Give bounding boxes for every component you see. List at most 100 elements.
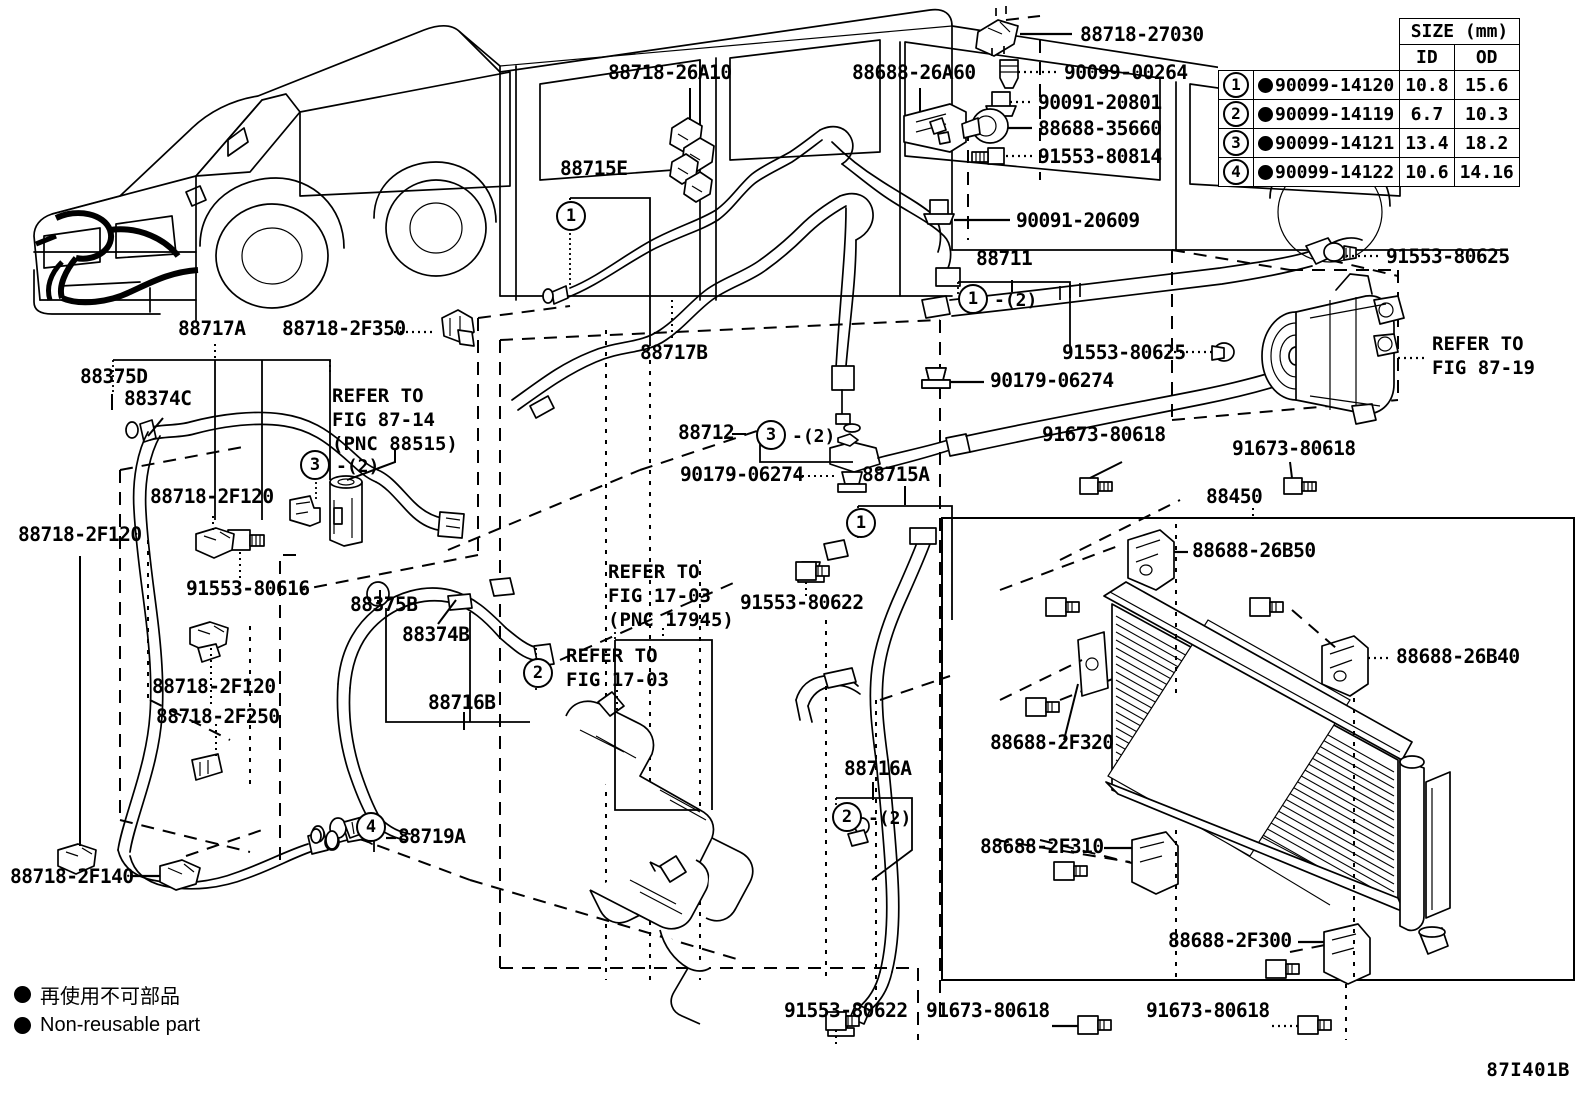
size-row-id: 13.4 <box>1399 128 1455 158</box>
callout-circle-88716a: 2 <box>832 802 862 832</box>
size-row-od: 18.2 <box>1453 128 1520 158</box>
condenser-88450 <box>942 518 1574 1040</box>
label-91673-80618-b: 91673-80618 <box>1232 437 1356 460</box>
label-88718-2f120-a: 88718-2F120 <box>18 523 142 546</box>
label-91553-80622-bottom: 91553-80622 <box>784 999 908 1022</box>
label-88719a: 88719A <box>398 825 466 848</box>
bolt-91673-80618-a <box>1080 478 1112 494</box>
label-91553-80622-upper: 91553-80622 <box>740 591 864 614</box>
label-88718-2f250: 88718-2F250 <box>156 705 280 728</box>
bolt-condenser-5 <box>1266 960 1299 978</box>
size-table-spacer-2 <box>1254 19 1400 45</box>
label-88716a: 88716A <box>844 757 912 780</box>
label-91673-80618-bot1: 91673-80618 <box>926 999 1050 1022</box>
callout-qty-88712: -(2) <box>792 426 836 447</box>
label-88715e: 88715E <box>560 157 628 180</box>
hose-88717a-left <box>118 412 464 888</box>
callout-circle-87-14: 3 <box>300 450 330 480</box>
label-90091-20801: 90091-20801 <box>1038 91 1162 114</box>
table-row: 3 90099-14121 13.4 18.2 <box>1218 128 1520 158</box>
label-88688-26a60: 88688-26A60 <box>852 61 976 84</box>
bolt-91673-bottom-1 <box>1078 1016 1111 1034</box>
size-row-part: 90099-14119 <box>1252 99 1401 129</box>
size-row-id: 6.7 <box>1399 99 1455 129</box>
bracket-88688-26b50 <box>1128 530 1174 590</box>
bolt-91553-80625-top <box>1324 243 1356 261</box>
part-number: 90099-14120 <box>1275 74 1395 96</box>
bolt-91673-bottom-2 <box>1298 1016 1331 1034</box>
non-reusable-dot-icon <box>14 986 31 1003</box>
label-88712: 88712 <box>678 421 735 444</box>
clip-88718-27030 <box>976 6 1018 56</box>
callout-circle-88716b: 2 <box>523 658 553 688</box>
label-88718-2f350: 88718-2F350 <box>282 317 406 340</box>
grommet-88688-35660 <box>962 109 1008 143</box>
label-91673-80618-a: 91673-80618 <box>1042 423 1166 446</box>
bracket-88688-2f320 <box>1078 632 1108 696</box>
label-88717b: 88717B <box>640 341 708 364</box>
clip-small-mid <box>198 644 220 662</box>
size-table-spacer-1 <box>1219 19 1254 45</box>
size-row-index: 2 <box>1218 99 1254 129</box>
label-refer-17-03-line2: FIG 17-03 <box>608 585 711 607</box>
label-88718-26a10: 88718-26A10 <box>608 61 732 84</box>
index-circle-2: 2 <box>1223 101 1249 127</box>
label-88374b: 88374B <box>402 623 470 646</box>
clip-88718-2f140 <box>160 860 200 890</box>
callout-circle-88711: 1 <box>958 284 988 314</box>
bolt-condenser-1 <box>1046 598 1079 616</box>
label-90099-00264: 90099-00264 <box>1064 61 1188 84</box>
clip-88718-26a10 <box>670 118 714 202</box>
hose-88717b <box>512 194 873 432</box>
size-row-od: 15.6 <box>1453 70 1520 100</box>
label-88715a: 88715A <box>862 463 930 486</box>
legend: 再使用不可部品 Non-reusable part <box>14 980 200 1042</box>
label-88716b: 88716B <box>428 691 496 714</box>
label-88688-35660: 88688-35660 <box>1038 117 1162 140</box>
bracket-88688-2f310 <box>1132 832 1178 894</box>
bolt-91673-80618-b <box>1284 478 1316 494</box>
size-row-part: 90099-14122 <box>1252 157 1401 187</box>
callout-circle-88715a: 1 <box>846 508 876 538</box>
non-reusable-dot-icon <box>1258 135 1273 151</box>
bolt-condenser-3 <box>1026 698 1059 716</box>
size-row-id: 10.6 <box>1399 157 1455 187</box>
label-refer-87-14-line3: (PNC 88515) <box>332 433 458 455</box>
size-row-index: 1 <box>1218 70 1254 100</box>
callout-qty-88716a: -(2) <box>868 808 912 829</box>
size-row-index: 3 <box>1218 128 1254 158</box>
table-row: 1 90099-14120 10.8 15.6 <box>1218 70 1520 100</box>
callout-qty-88711: -(2) <box>994 290 1038 311</box>
size-row-od: 14.16 <box>1453 157 1520 187</box>
hose-88715e <box>543 127 960 304</box>
legend-row-english: Non-reusable part <box>14 1014 200 1037</box>
compressor-87-19 <box>1262 274 1404 424</box>
part-number: 90099-14122 <box>1275 161 1395 183</box>
size-table: SIZE (mm) ID OD 1 90099-14120 10.8 15.6 … <box>1218 18 1520 187</box>
label-88374c: 88374C <box>124 387 192 410</box>
label-88718-2f140: 88718-2F140 <box>10 865 134 888</box>
screw-90091-20609 <box>924 200 954 224</box>
label-refer-17-03-line5: FIG 17-03 <box>566 669 669 691</box>
callout-qty-87-14: -(2) <box>336 456 380 477</box>
label-88688-26b40: 88688-26B40 <box>1396 645 1520 668</box>
bracket-17-03 <box>566 692 753 1024</box>
label-88450: 88450 <box>1206 485 1263 508</box>
clip-88718-2f250 <box>192 754 222 780</box>
label-90179-06274-left: 90179-06274 <box>680 463 804 486</box>
label-91553-80625-top: 91553-80625 <box>1386 245 1510 268</box>
label-91673-80618-bot2: 91673-80618 <box>1146 999 1270 1022</box>
label-refer-87-14-line2: FIG 87-14 <box>332 409 435 431</box>
size-row-od: 10.3 <box>1453 99 1520 129</box>
bolt-91553-80625-mid <box>1212 343 1234 361</box>
part-number: 90099-14119 <box>1275 103 1395 125</box>
clip-88718-2f120-b <box>190 622 228 652</box>
bracket-88688-26b40 <box>1322 636 1368 696</box>
label-refer-17-03-line3: (PNC 17945) <box>608 609 734 631</box>
label-88718-27030: 88718-27030 <box>1080 23 1204 46</box>
label-88688-2f310: 88688-2F310 <box>980 835 1104 858</box>
drawing-code: 87I401B <box>1486 1059 1570 1081</box>
bolt-91553-80814 <box>972 148 1004 164</box>
